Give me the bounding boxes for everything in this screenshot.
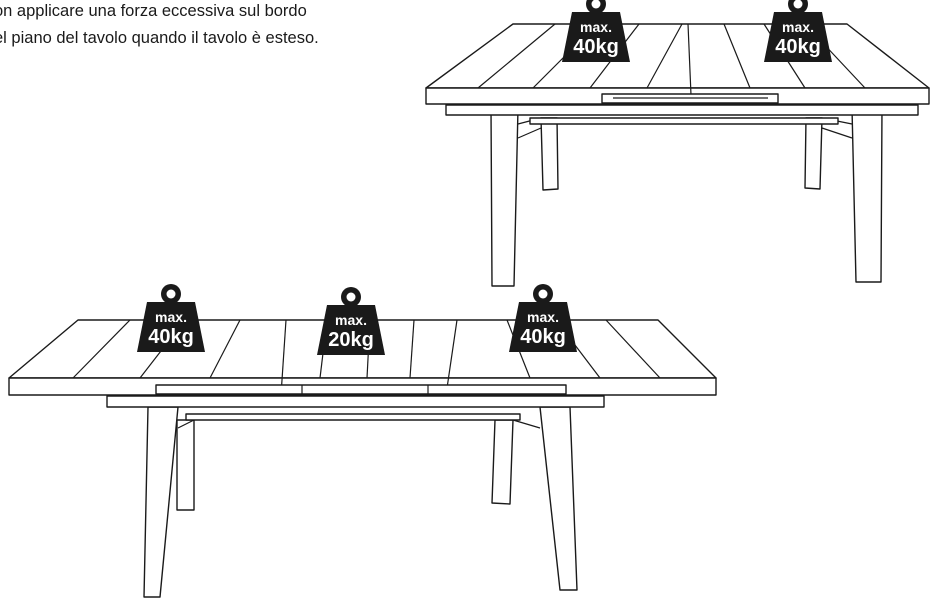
weight-icon-closed-left: max. 40kg [562, 0, 630, 62]
closed-table-legs [490, 107, 883, 287]
weight-icon-open-center: max. 20kg [317, 287, 385, 355]
weight-label-top: max. [782, 19, 814, 35]
weight-label-top: max. [155, 309, 187, 325]
extended-table-extension-slot [155, 384, 567, 395]
weight-label-bottom: 40kg [775, 36, 821, 58]
extended-table-apron [106, 395, 605, 408]
caption-line-1: on applicare una forza eccessiva sul bor… [0, 2, 307, 20]
weight-label-bottom: 40kg [573, 36, 619, 58]
weight-label-bottom: 20kg [328, 329, 374, 351]
weight-icon-open-right: max. 40kg [509, 284, 577, 352]
warning-caption: on applicare una forza eccessiva sul bor… [0, 0, 454, 52]
closed-table-apron [445, 104, 919, 116]
caption-line-2: el piano del tavolo quando il tavolo è e… [0, 29, 319, 47]
weight-label-bottom: 40kg [148, 326, 194, 348]
weight-label-bottom: 40kg [520, 326, 566, 348]
closed-table-top [425, 23, 930, 89]
weight-icon-open-left: max. 40kg [137, 284, 205, 352]
weight-icon-closed-right: max. 40kg [764, 0, 832, 62]
extended-table-legs [143, 406, 578, 598]
extended-table-stretcher [185, 413, 521, 421]
closed-table [425, 23, 930, 287]
weight-label-top: max. [335, 312, 367, 328]
weight-label-top: max. [527, 309, 559, 325]
extended-table [8, 319, 717, 598]
closed-table-stretcher [529, 117, 839, 125]
closed-table-planks [477, 23, 866, 96]
weight-label-top: max. [580, 19, 612, 35]
